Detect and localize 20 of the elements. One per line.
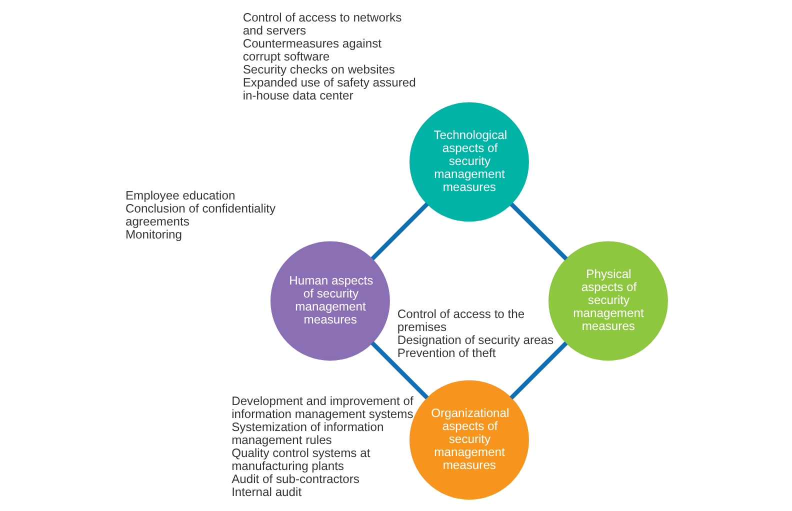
node-label: Expanded use of safety assured in-house data center (242, 75, 416, 102)
connector (370, 341, 428, 400)
connector (509, 202, 568, 261)
node-circle: Human aspects of security management measures (270, 241, 390, 361)
connector (509, 342, 568, 400)
node-label: Systemization of information management rules (231, 420, 384, 448)
node-label: Internal audit (231, 484, 302, 499)
node-label: Conclusion of confidentiality agreements (124, 201, 276, 228)
node-label: Control of access to the premises (396, 307, 524, 334)
node-label: Monitoring (124, 227, 182, 242)
node-label: Designation of security areas (396, 332, 554, 347)
node-label: Employee education (124, 188, 235, 202)
node-label: Countermeasures against corrupt software (242, 36, 381, 64)
node-label: Prevention of theft (396, 346, 496, 360)
node-label: Audit of sub-contractors (231, 472, 359, 486)
node-label: Quality control systems at manufacturing plants (231, 446, 370, 473)
node-circle: Technological aspects of security management measures (409, 102, 528, 222)
connector (370, 202, 428, 260)
node-label: Security checks on websites (242, 62, 394, 76)
node-label: Control of access to networks and servers (242, 10, 402, 38)
